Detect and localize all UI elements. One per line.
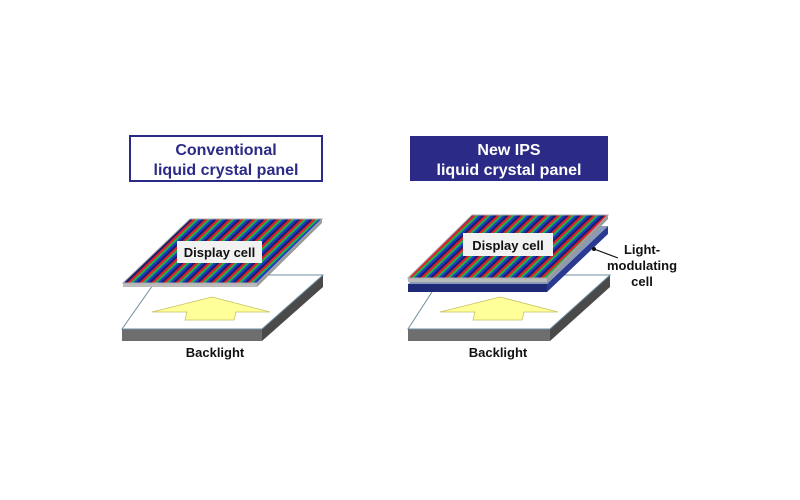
conventional-title-line1: Conventional [175,142,276,159]
conventional-title-line2: liquid crystal panel [154,162,299,179]
light-modulating-label-line2: modulating [607,258,677,273]
conventional-panel-group: Conventional liquid crystal panel Displa… [121,135,325,360]
light-modulating-label-line3: cell [631,274,653,289]
display-cell: Display cell [121,218,324,287]
light-modulating-label-line1: Light- [624,242,660,257]
light-arrow [151,296,271,321]
new-ips-title-line1: New IPS [477,142,540,159]
display-cell-label: Display cell [184,245,256,260]
backlight-unit [121,274,325,341]
light-arrow [439,296,559,321]
new-ips-panel-group: New IPS liquid crystal panel Display cel… [406,136,677,360]
display-cell: Display cell [406,214,610,282]
backlight-label: Backlight [186,345,245,360]
backlight-label: Backlight [469,345,528,360]
light-modulating-callout: Light- modulating cell [592,242,677,289]
conventional-title-box [129,135,323,182]
new-ips-title-box [410,136,608,181]
new-ips-title-line2: liquid crystal panel [437,162,582,179]
display-cell-label: Display cell [472,238,544,253]
